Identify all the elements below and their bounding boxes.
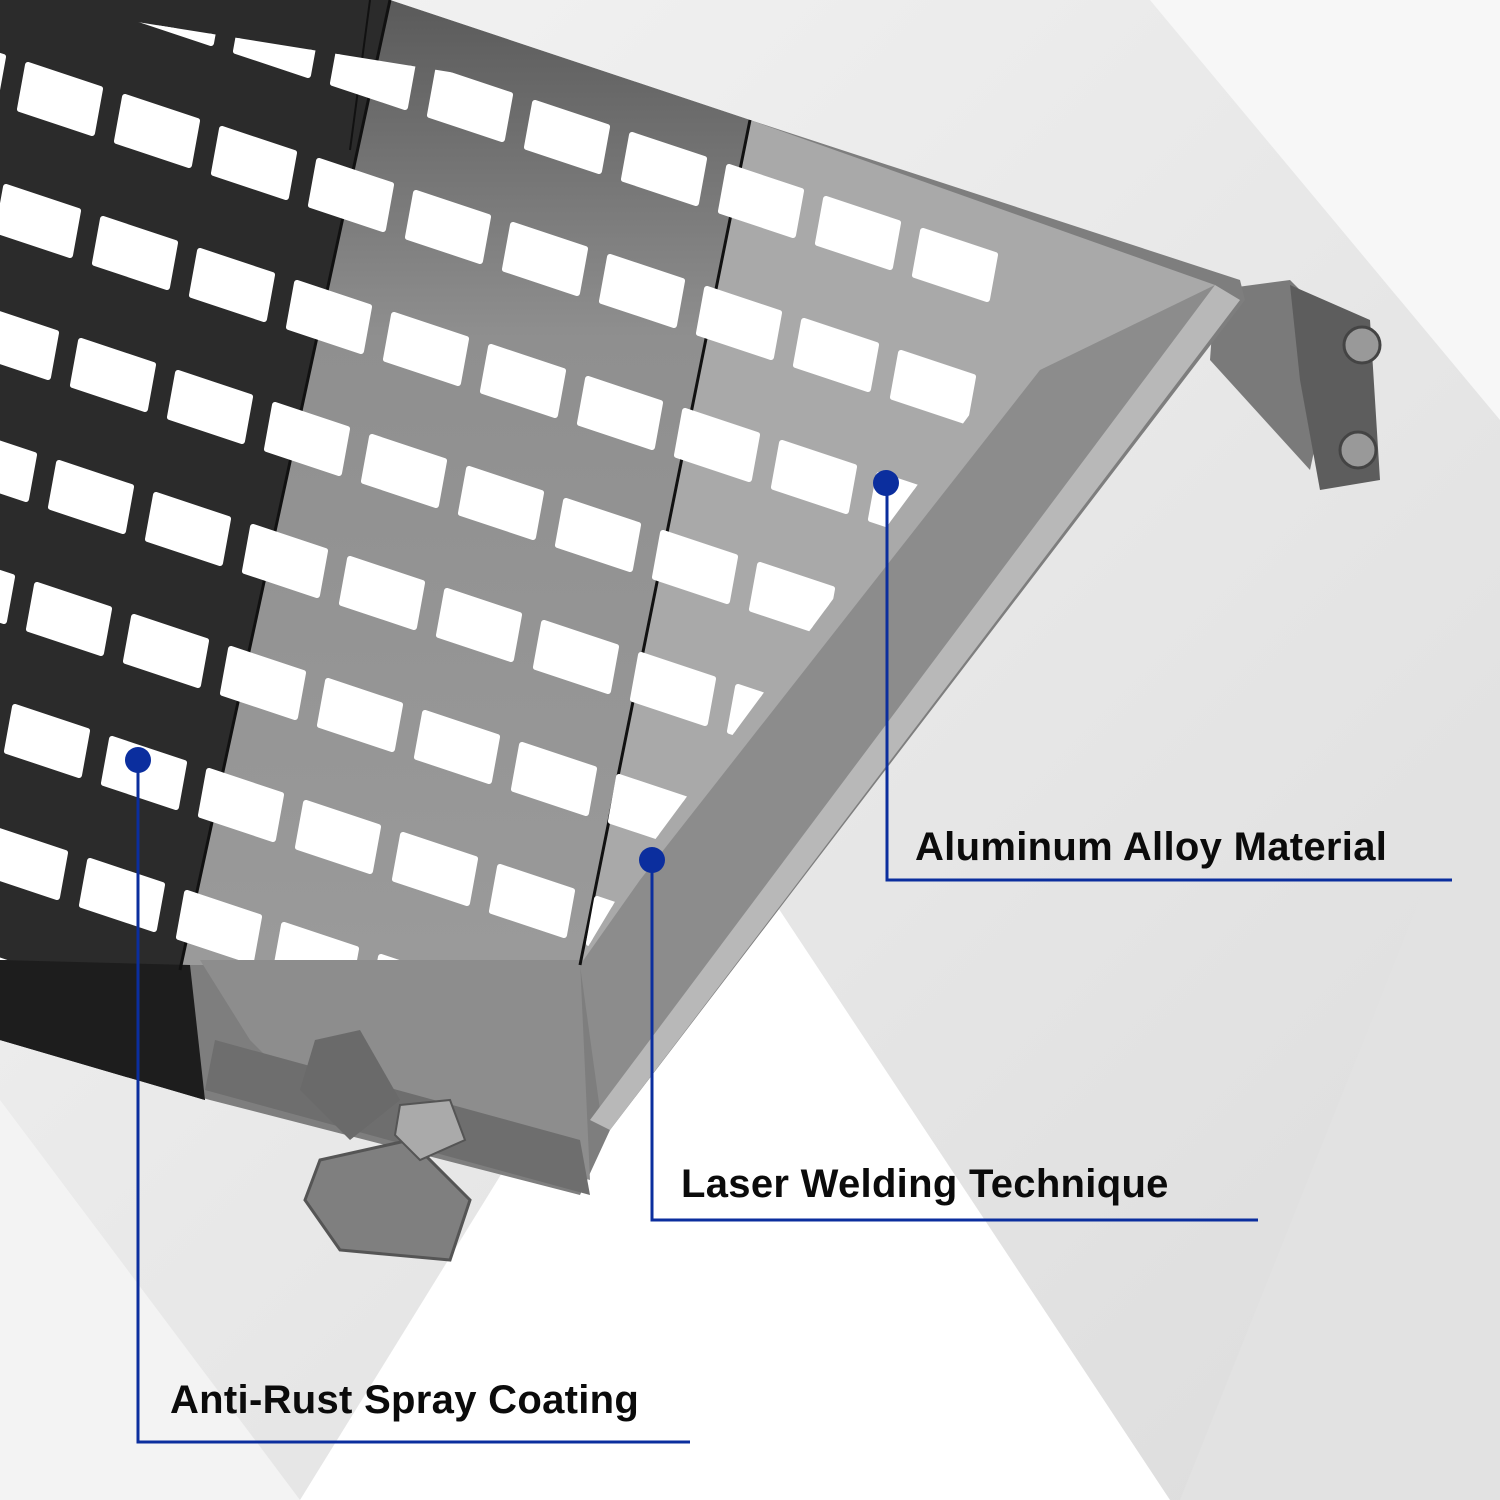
grating-hole: [167, 370, 253, 444]
grating-hole: [436, 588, 522, 662]
grating-hole: [198, 768, 284, 842]
grating-hole: [815, 196, 901, 270]
grating-hole: [912, 228, 998, 302]
bolt-icon: [1342, 325, 1382, 365]
grating-hole: [339, 556, 425, 630]
grating-hole: [0, 826, 68, 900]
grating-hole: [414, 710, 500, 784]
callout-line-aluminum: [885, 483, 1452, 882]
grating-hole: [771, 440, 857, 514]
grating-hole: [511, 742, 597, 816]
grating-hole: [427, 68, 513, 142]
grating-hole: [793, 318, 879, 392]
grating-hole: [17, 62, 103, 136]
callout-label-aluminum: Aluminum Alloy Material: [915, 825, 1388, 869]
grating-hole: [189, 248, 275, 322]
callout-line-laser: [650, 860, 1258, 1222]
grating-hole: [70, 338, 156, 412]
bolt-icon: [1338, 430, 1378, 470]
grating-hole: [458, 466, 544, 540]
grating-hole: [599, 254, 685, 328]
grating-hole: [114, 94, 200, 168]
grating-hole: [0, 184, 81, 258]
background-shape: [1180, 700, 1500, 1500]
grating-hole: [533, 620, 619, 694]
callout-dot-aluminum: [873, 470, 899, 496]
grating-hole: [524, 100, 610, 174]
callout-dot-laser: [639, 847, 665, 873]
mounting-bolt-bottom: [300, 1030, 472, 1262]
grating-hole: [4, 704, 90, 778]
grating-hole: [145, 492, 231, 566]
grating-hole: [101, 736, 187, 810]
grating-hole: [383, 312, 469, 386]
callout-label-coating: Anti-Rust Spray Coating: [170, 1378, 640, 1422]
grating-hole: [489, 864, 575, 938]
callout-line-coating: [136, 760, 690, 1444]
grating-hole: [48, 460, 134, 534]
grating-hole: [577, 376, 663, 450]
grating-hole: [696, 286, 782, 360]
grating-hole: [480, 344, 566, 418]
grating-hole: [652, 530, 738, 604]
grating-hole: [211, 126, 297, 200]
callout-lines: [136, 483, 1452, 1444]
background-shape: [1150, 0, 1500, 420]
grating-hole: [405, 190, 491, 264]
grating-hole: [273, 922, 359, 960]
grating-hole: [621, 132, 707, 206]
grating-hole: [0, 550, 15, 624]
grating-hole: [392, 832, 478, 906]
grating-hole: [26, 582, 112, 656]
grating-hole: [674, 408, 760, 482]
callout-dot-coating: [125, 747, 151, 773]
grating-hole: [264, 402, 350, 476]
grating-hole: [361, 434, 447, 508]
grating-hole: [92, 216, 178, 290]
grating-hole: [242, 524, 328, 598]
grating-hole: [308, 158, 394, 232]
grating-hole: [286, 280, 372, 354]
grating-hole: [317, 678, 403, 752]
background-shape: [0, 1100, 300, 1500]
nut-icon: [393, 1098, 467, 1162]
grating-hole: [295, 800, 381, 874]
grating-hole: [502, 222, 588, 296]
grating-hole: [220, 646, 306, 720]
grating-hole: [555, 498, 641, 572]
grating-hole: [123, 614, 209, 688]
background-shape: [300, 820, 1170, 1500]
grating-hole: [630, 652, 716, 726]
mounting-bracket-right: [1210, 280, 1382, 490]
grating-hole: [0, 306, 59, 380]
grating-hole: [176, 890, 262, 960]
grating-hole: [718, 164, 804, 238]
grating-hole: [0, 428, 37, 502]
callout-label-laser: Laser Welding Technique: [681, 1162, 1169, 1206]
